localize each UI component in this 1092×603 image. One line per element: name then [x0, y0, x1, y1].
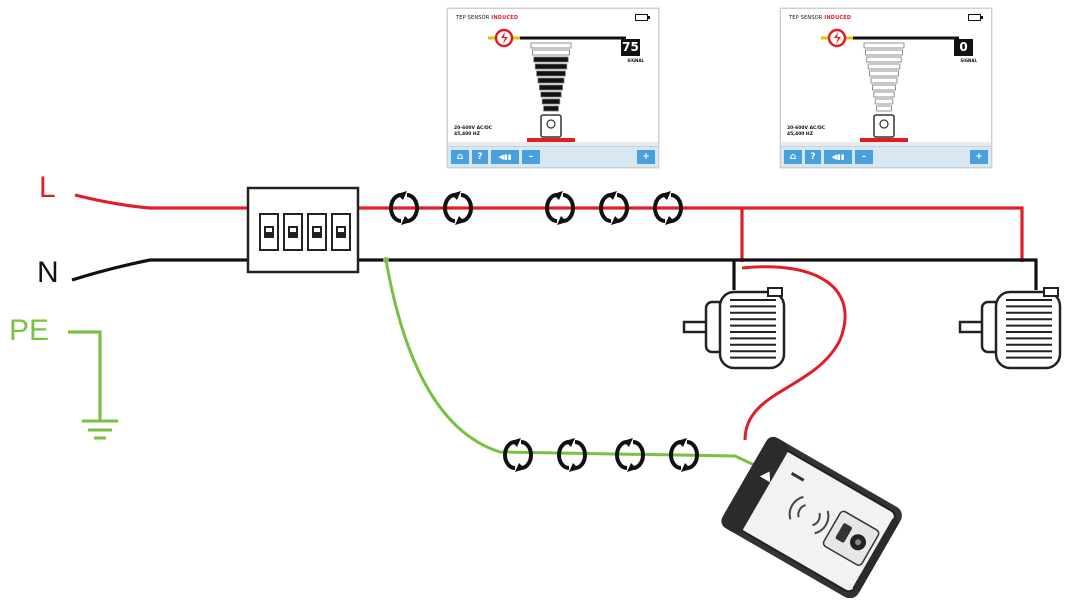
signal-unit: SIGNAL [960, 58, 977, 63]
circuit-breaker-icon [246, 186, 360, 274]
screen-toolbar: ⌂ ? ◀▮▮ – + [781, 146, 991, 167]
signal-value: 0 [954, 39, 973, 56]
line-probe-lead [741, 265, 847, 441]
neutral-label: N [37, 256, 59, 289]
help-button[interactable]: ? [805, 150, 821, 164]
receiver-device-icon [721, 436, 902, 599]
neutral-wire [71, 258, 248, 282]
motor-icon [958, 287, 1062, 370]
volume-button[interactable]: ◀▮▮ [491, 150, 519, 164]
help-button[interactable]: ? [472, 150, 488, 164]
motor-icon [682, 287, 786, 370]
current-clamp-icon [557, 438, 587, 472]
home-button[interactable]: ⌂ [451, 150, 469, 164]
screen-header: TEP SENSOR INDUCED [456, 15, 519, 21]
receiver-screen-no-signal: TEP SENSOR INDUCED 0 SIGNAL 20-600V AC/D… [780, 8, 992, 168]
volume-button[interactable]: ◀▮▮ [824, 150, 852, 164]
ground-icon [82, 419, 118, 440]
neutral-bus [358, 258, 1038, 290]
current-clamp-icon [653, 191, 683, 225]
minus-button[interactable]: – [522, 150, 540, 164]
battery-icon [635, 14, 650, 21]
signal-value: 75 [621, 39, 640, 56]
earth-wire [68, 330, 102, 420]
current-clamp-icon [669, 438, 699, 472]
line-label: L [39, 171, 56, 204]
signal-meter [448, 28, 658, 147]
plus-button[interactable]: + [637, 150, 655, 164]
earth-label: PE [9, 314, 50, 347]
line-bus [358, 206, 1024, 262]
plus-button[interactable]: + [970, 150, 988, 164]
wireless-signal-icon [788, 495, 830, 535]
screen-toolbar: ⌂ ? ◀▮▮ – + [448, 146, 658, 167]
line-wire [74, 193, 248, 210]
breaker-pole [259, 213, 279, 251]
receiver-screen-strong-signal: TEP SENSOR INDUCED 75 SIGNAL 20-600V AC/… [447, 8, 659, 168]
current-clamp-icon [615, 438, 645, 472]
current-clamp-icon [599, 191, 629, 225]
minus-button[interactable]: – [855, 150, 873, 164]
home-button[interactable]: ⌂ [784, 150, 802, 164]
signal-unit: SIGNAL [627, 58, 644, 63]
screen-header: TEP SENSOR INDUCED [789, 15, 852, 21]
current-clamp-icon [443, 191, 473, 225]
breaker-pole [307, 213, 327, 251]
breaker-pole [283, 213, 303, 251]
current-clamp-icon [545, 191, 575, 225]
current-clamp-icon [389, 191, 419, 225]
current-clamp-icon [503, 438, 533, 472]
signal-meter [781, 28, 991, 147]
battery-icon [968, 14, 983, 21]
earth-probe-lead [384, 259, 766, 472]
breaker-pole [331, 213, 351, 251]
